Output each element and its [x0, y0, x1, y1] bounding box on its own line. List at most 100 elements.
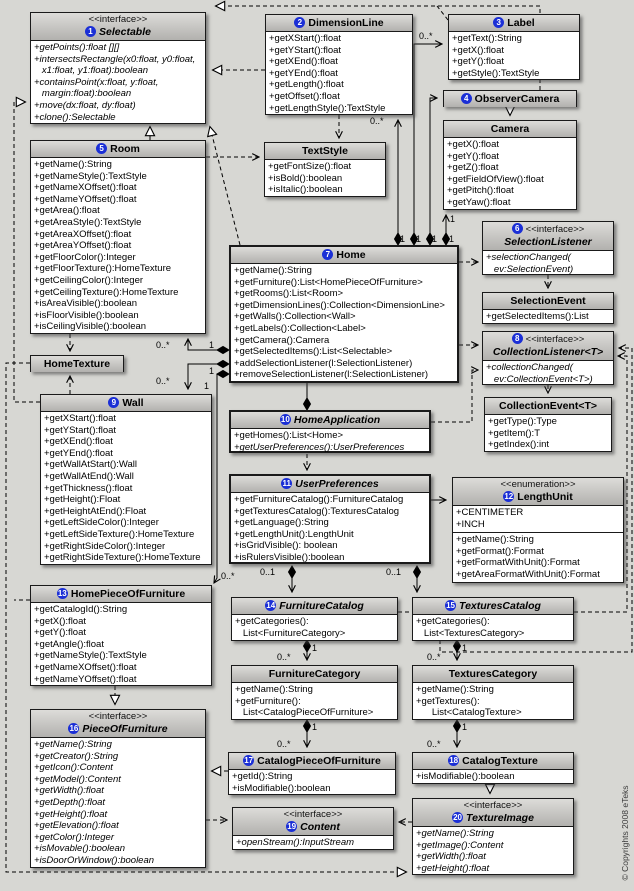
member: +getName():String: [34, 159, 112, 170]
composition-home-label: [413, 44, 442, 233]
member: +getAreaFormatWithUnit():Format: [456, 568, 600, 580]
class-number-badge: 13: [56, 588, 68, 599]
members-compartment: +openStream():InputStream: [233, 836, 393, 851]
members-compartment: +getName():String+getNameStyle():TextSty…: [31, 158, 205, 335]
members-compartment: +getName():String+getFurniture(): List<C…: [232, 683, 397, 721]
members-compartment: +getCategories(): List<FurnitureCategory…: [232, 615, 397, 641]
class-name: LengthUnit: [517, 491, 573, 503]
multiplicity-label: 1: [209, 366, 215, 376]
member: List<TexturesCategory>: [416, 627, 525, 639]
multiplicity-label: 0..*: [427, 739, 441, 749]
member: +getNameYOffset():float: [34, 673, 137, 685]
member: +getPoints():float [][]: [34, 42, 120, 53]
composition-diamond: [409, 232, 419, 246]
member: +isGridVisible(): boolean: [234, 540, 338, 552]
class-number-badge: 7: [322, 249, 334, 260]
members-compartment: +getText():String+getX():float+getY():fl…: [449, 32, 579, 81]
class-name: SelectionEvent: [510, 295, 586, 307]
member: +isFloorVisible():boolean: [34, 309, 139, 321]
member: +getZ():float: [447, 162, 499, 174]
class-name-line: FurnitureCategory: [234, 667, 395, 681]
members-compartment: +getX():float+getY():float+getZ():float+…: [444, 138, 576, 211]
class-name-line: TexturesCategory: [415, 667, 571, 681]
members-compartment: +getName():String+getTextures(): List<Ca…: [413, 683, 573, 721]
class-name: HomeTexture: [43, 358, 111, 370]
member: +getColor():Integer: [34, 831, 114, 843]
member: +getName():String: [34, 739, 112, 750]
composition-diamonds: [216, 232, 462, 733]
composition-diamond: [302, 719, 312, 733]
member: +getYStart():float: [44, 424, 117, 436]
members-compartment: +getHomes():List<Home>+getUserPreference…: [231, 429, 429, 455]
members-compartment: +getCategories(): List<TexturesCategory>: [413, 615, 573, 641]
member: +getLanguage():String: [234, 517, 329, 529]
member: +getText():String: [452, 33, 522, 44]
class-name: CatalogPieceOfFurniture: [257, 755, 381, 767]
class-header: Camera: [444, 121, 576, 138]
multiplicity-label: 1: [450, 214, 456, 224]
multiplicity-label: 1: [432, 234, 438, 244]
member: +getDimensionLines():Collection<Dimensio…: [234, 299, 445, 311]
member: +getRightSideColor():Integer: [44, 540, 166, 552]
class-name: UserPreferences: [295, 478, 379, 490]
member: +getNameYOffset():float: [34, 193, 137, 205]
composition-diamond: [216, 369, 230, 379]
class-name: Room: [110, 143, 140, 155]
class-number-badge: 19: [286, 821, 298, 832]
member: List<CatalogPieceOfFurniture>: [235, 707, 374, 719]
member: +getXEnd():float: [269, 56, 338, 68]
member: +selectionChanged(: [486, 252, 571, 263]
member: +getY():float: [447, 150, 500, 162]
member: +clone():Selectable: [34, 111, 116, 123]
member: +getWallAtEnd():Wall: [44, 470, 134, 482]
class-name: Label: [507, 17, 535, 29]
member: +move(dx:float, dy:float): [34, 99, 136, 111]
class-name-line: Camera: [446, 122, 574, 136]
composition-home-wall: [188, 363, 217, 389]
member: +getPitch():float: [447, 185, 514, 197]
member: +isBold():boolean: [268, 172, 343, 184]
multiplicity-label: 1: [209, 340, 215, 350]
member: +addSelectionListener(l:SelectionListene…: [234, 357, 413, 369]
member: +getAreaStyle():TextStyle: [34, 216, 142, 228]
member: +isModifiable():boolean: [416, 771, 515, 782]
member: +getFurnitureCatalog():FurnitureCatalog: [234, 494, 404, 505]
class-camera: Camera +getX():float+getY():float+getZ():…: [443, 120, 577, 210]
composition-diamond: [302, 397, 312, 411]
members-compartment: +getXStart():float+getYStart():float+get…: [41, 412, 211, 566]
member: +getX():float: [34, 615, 87, 627]
class-number-badge: 12: [503, 491, 515, 502]
member: +collectionChanged(: [486, 362, 573, 373]
member: +getWidth():float: [34, 785, 104, 797]
member: +getHeight():float: [34, 808, 108, 820]
class-collection-listener: 8<<interface>>CollectionListener<T>+coll…: [482, 331, 614, 385]
class-number-badge: 9: [108, 397, 120, 408]
class-name: FurnitureCategory: [268, 668, 361, 680]
dependency-homeapplication-collectionlistener: [431, 370, 478, 423]
class-textures-category: TexturesCategory +getName():String+getTex…: [412, 665, 574, 720]
members-compartment: +getCatalogId():String+getX():float+getY…: [31, 603, 211, 687]
multiplicity-label: 0..*: [156, 376, 170, 386]
class-number-badge: 2: [294, 17, 306, 28]
class-name: Content: [300, 821, 340, 833]
member: +getName():String: [416, 828, 494, 839]
members-compartment: +getXStart():float+getYStart():float+get…: [266, 32, 412, 116]
class-number-badge: 1: [85, 26, 97, 37]
member: +getName():String: [416, 684, 494, 695]
class-header: 8<<interface>>CollectionListener<T>: [483, 332, 613, 361]
member: +getCamera():Camera: [234, 334, 330, 346]
members-compartment: +selectionChanged( ev:SelectionEvent): [483, 251, 613, 277]
member: margin:float):boolean: [34, 88, 132, 100]
